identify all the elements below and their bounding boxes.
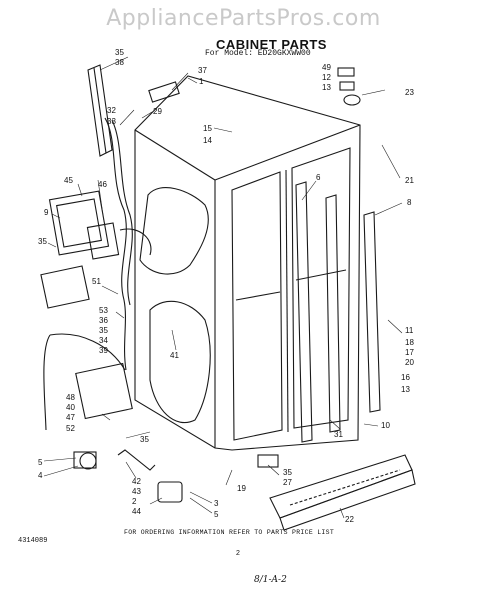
callout-35e: 35 — [283, 468, 292, 477]
callout-20: 20 — [405, 358, 414, 367]
callout-35c: 35 — [99, 326, 108, 335]
callout-44: 44 — [132, 507, 141, 516]
callout-51: 51 — [92, 277, 101, 286]
callout-10: 10 — [381, 421, 390, 430]
callout-4: 4 — [38, 471, 43, 480]
callout-5: 5 — [38, 458, 43, 467]
callout-37: 37 — [198, 66, 207, 75]
callout-45: 45 — [64, 176, 73, 185]
callout-36: 36 — [99, 316, 108, 325]
handwritten-note: 8/1-A-2 — [254, 575, 287, 585]
callout-52: 52 — [66, 424, 75, 433]
callout-35: 35 — [115, 48, 124, 57]
callout-23: 23 — [405, 88, 414, 97]
callout-35b: 35 — [38, 237, 47, 246]
callout-47: 47 — [66, 413, 75, 422]
model-label: For Model: ED20GKXWW00 — [205, 49, 311, 58]
callout-2: 2 — [132, 497, 137, 506]
callout-1: 1 — [199, 77, 204, 86]
callout-49: 49 — [322, 63, 331, 72]
callout-16: 16 — [401, 373, 410, 382]
callout-27: 27 — [283, 478, 292, 487]
callout-34: 34 — [99, 336, 108, 345]
callout-35d: 35 — [140, 435, 149, 444]
callout-31: 31 — [334, 430, 343, 439]
watermark: AppliancePartsPros.com — [106, 6, 381, 31]
diagram-title: CABINET PARTS — [216, 37, 327, 52]
callout-29: 29 — [153, 107, 162, 116]
callout-21: 21 — [405, 176, 414, 185]
callout-6: 6 — [316, 173, 321, 182]
callout-17: 17 — [405, 348, 414, 357]
callout-41: 41 — [170, 351, 179, 360]
callout-5b: 5 — [214, 510, 219, 519]
ordering-info-note: FOR ORDERING INFORMATION REFER TO PARTS … — [124, 529, 335, 536]
callout-8: 8 — [407, 198, 412, 207]
callout-33: 33 — [107, 117, 116, 126]
callout-9: 9 — [44, 208, 49, 217]
callout-11: 11 — [405, 326, 414, 335]
callout-32: 32 — [107, 106, 116, 115]
cabinet-drawing — [40, 64, 416, 531]
callout-40: 40 — [66, 403, 75, 412]
callout-42: 42 — [132, 477, 141, 486]
callout-19: 19 — [237, 484, 246, 493]
callout-46: 46 — [98, 180, 107, 189]
callout-13: 13 — [322, 83, 331, 92]
callout-12: 12 — [322, 73, 331, 82]
page-number: 2 — [236, 550, 240, 557]
callout-53: 53 — [99, 306, 108, 315]
callouts: 35 38 37 1 32 33 29 15 14 49 12 13 23 21… — [38, 48, 414, 524]
callout-22: 22 — [345, 515, 354, 524]
callout-18: 18 — [405, 338, 414, 347]
callout-48: 48 — [66, 393, 75, 402]
callout-43: 43 — [132, 487, 141, 496]
callout-38: 38 — [115, 58, 124, 67]
callout-3: 3 — [214, 499, 219, 508]
callout-14: 14 — [203, 136, 212, 145]
callout-39: 39 — [99, 346, 108, 355]
callout-13b: 13 — [401, 385, 410, 394]
document-code: 4314089 — [18, 537, 48, 545]
callout-15: 15 — [203, 124, 212, 133]
